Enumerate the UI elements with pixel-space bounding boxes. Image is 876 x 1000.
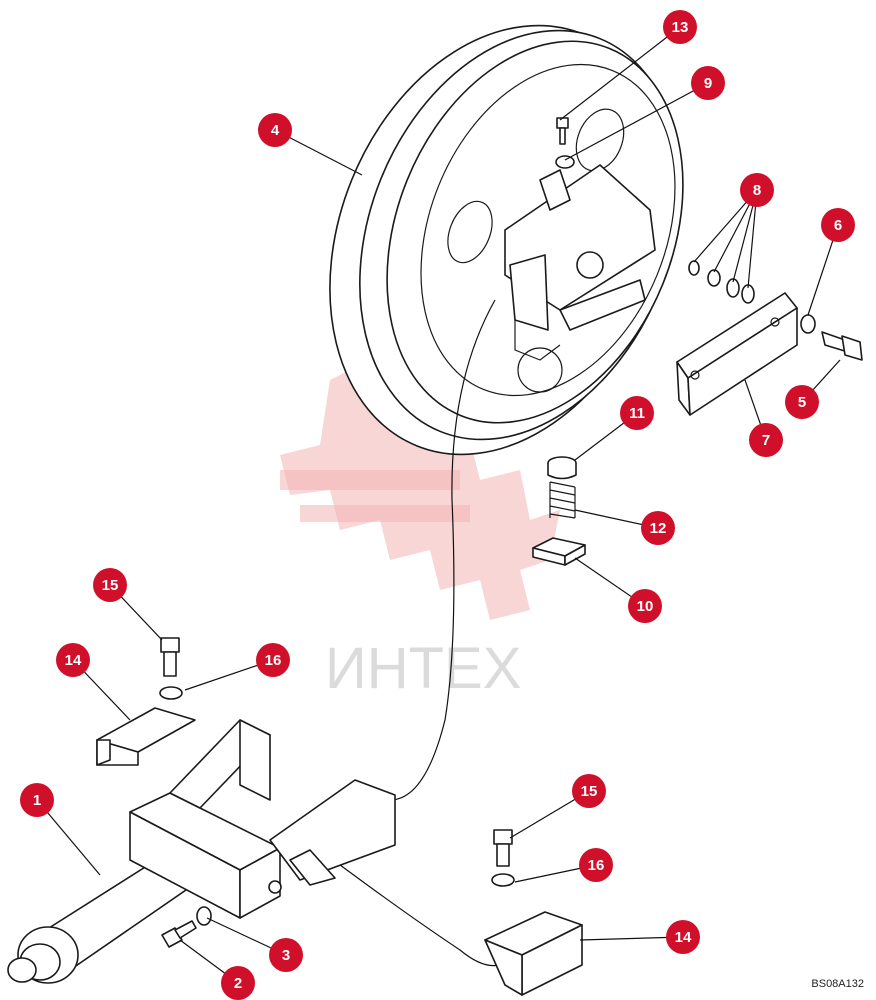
callout-8: 8 <box>740 173 774 207</box>
callout-3: 3 <box>269 938 303 972</box>
plate-7 <box>676 292 798 416</box>
callout-6: 6 <box>821 208 855 242</box>
callout-12: 12 <box>641 511 675 545</box>
callouts: 4 13 9 8 6 5 7 11 12 10 15 14 16 1 2 3 1… <box>20 10 855 1000</box>
bracket-14-lower <box>484 911 583 996</box>
hose-lower <box>319 849 511 967</box>
svg-text:5: 5 <box>798 394 806 411</box>
svg-text:15: 15 <box>102 577 119 594</box>
callout-16-lower: 16 <box>579 848 613 882</box>
callout-14-upper: 14 <box>56 643 90 677</box>
watermark-logo <box>280 360 560 620</box>
tension-cylinder-1 <box>7 719 396 984</box>
washer-16-upper <box>159 686 183 700</box>
svg-text:16: 16 <box>265 652 282 669</box>
callout-10: 10 <box>628 589 662 623</box>
svg-text:11: 11 <box>629 405 645 422</box>
callout-7: 7 <box>749 423 783 457</box>
bolt-2 <box>161 920 197 948</box>
hub-bracket <box>504 164 656 361</box>
callout-14-lower: 14 <box>666 920 700 954</box>
svg-text:16: 16 <box>588 857 605 874</box>
drawing-reference-code: BS08A132 <box>811 978 864 990</box>
svg-text:2: 2 <box>234 975 242 992</box>
svg-text:12: 12 <box>650 520 667 537</box>
callout-11: 11 <box>620 396 654 430</box>
svg-text:13: 13 <box>672 19 689 36</box>
callout-4: 4 <box>258 113 292 147</box>
shims-8 <box>688 260 755 304</box>
washer-9 <box>555 155 575 169</box>
bolt-5 <box>821 331 863 361</box>
cap-11 <box>547 456 577 480</box>
spring-12 <box>549 481 576 519</box>
pad-10 <box>532 537 586 566</box>
svg-text:1: 1 <box>33 792 41 809</box>
svg-text:8: 8 <box>753 182 761 199</box>
svg-text:7: 7 <box>762 432 770 449</box>
svg-text:6: 6 <box>834 217 842 234</box>
svg-text:9: 9 <box>704 75 712 92</box>
svg-text:15: 15 <box>581 783 598 800</box>
callout-5: 5 <box>785 385 819 419</box>
grease-hose <box>389 299 496 801</box>
bracket-14-upper <box>96 707 196 766</box>
callout-15-lower: 15 <box>572 774 606 808</box>
callout-13: 13 <box>663 10 697 44</box>
svg-text:14: 14 <box>65 652 82 669</box>
callout-16-upper: 16 <box>256 643 290 677</box>
svg-text:10: 10 <box>637 598 654 615</box>
washer-6 <box>800 314 816 334</box>
bolt-15-lower <box>493 829 513 867</box>
callout-2: 2 <box>221 966 255 1000</box>
watermark-text: ИНТЕХ <box>325 636 521 701</box>
washer-3 <box>196 906 212 926</box>
bolt-15-upper <box>160 637 180 677</box>
svg-text:4: 4 <box>271 122 280 139</box>
callout-9: 9 <box>691 66 725 100</box>
washer-16-lower <box>491 873 515 887</box>
svg-text:14: 14 <box>675 929 692 946</box>
callout-15-upper: 15 <box>93 568 127 602</box>
svg-text:3: 3 <box>282 947 290 964</box>
callout-1: 1 <box>20 783 54 817</box>
